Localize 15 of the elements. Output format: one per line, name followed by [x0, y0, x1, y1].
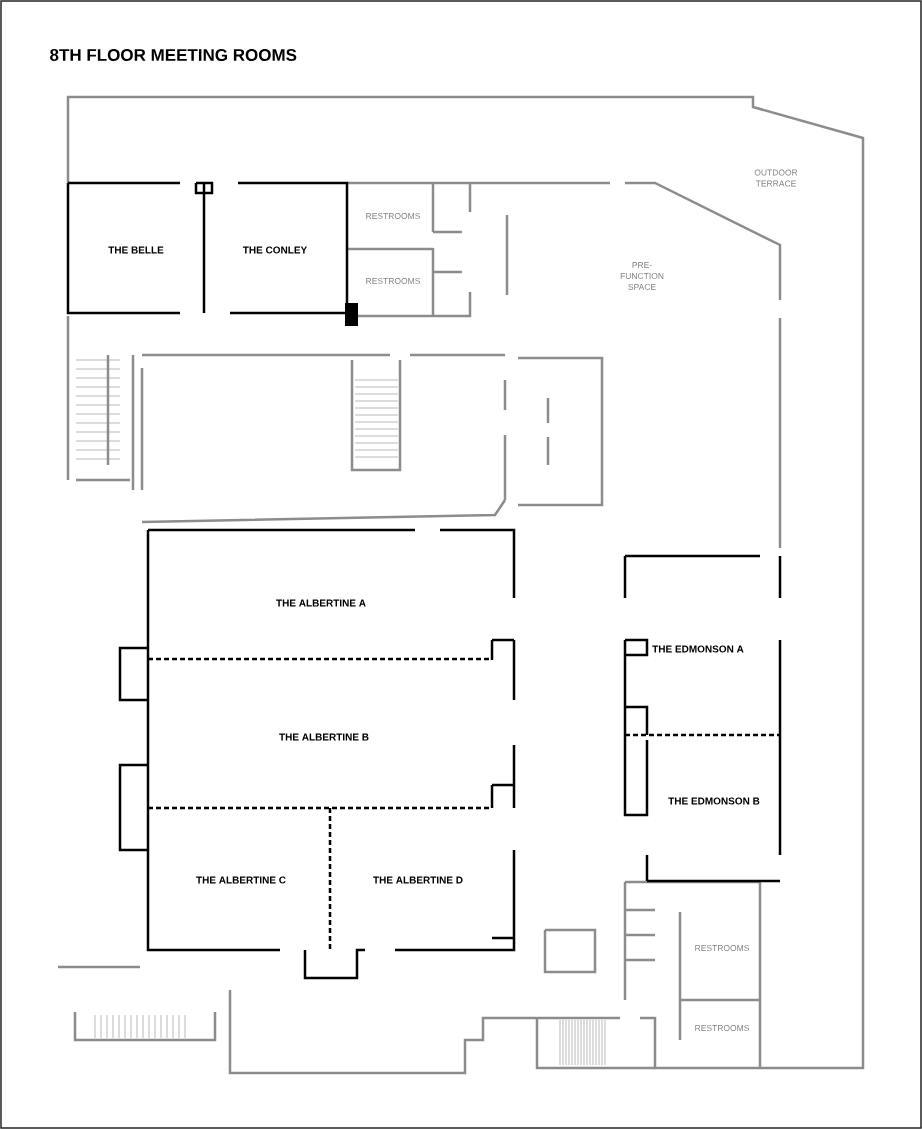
room-label: THE ALBERTINE C [196, 876, 286, 884]
area-label: PRE-FUNCTION SPACE [620, 262, 664, 290]
room-label: THE ALBERTINE B [279, 733, 369, 741]
room-label: THE EDMONSON A [652, 645, 744, 653]
room-label: RESTROOMS [695, 945, 749, 951]
room-label: THE CONLEY [242, 246, 308, 254]
room-label: RESTROOMS [366, 213, 420, 219]
room-label: THE ALBERTINE D [373, 876, 463, 884]
room-label: THE ALBERTINE A [276, 599, 366, 607]
room-label: THE EDMONSON B [668, 797, 760, 805]
title: 8TH FLOOR MEETING ROOMS [50, 49, 297, 62]
room-label: RESTROOMS [695, 1025, 749, 1031]
room-label: RESTROOMS [366, 278, 420, 284]
room-label: THE BELLE [108, 246, 164, 254]
area-label: OUTDOOR TERRACE [754, 169, 798, 187]
